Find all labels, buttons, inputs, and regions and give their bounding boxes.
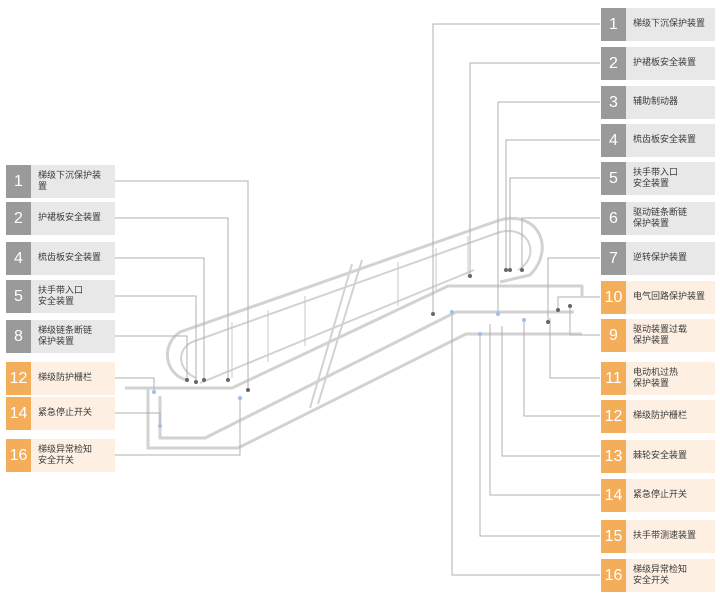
label-number: 3 [601,86,626,119]
label-number: 6 [601,202,626,235]
right-label-9: 9 驱动装置过载 保护装置 [601,319,715,352]
label-text: 扶手带入口 安全装置 [626,162,715,195]
label-text: 紧急停止开关 [626,479,715,512]
label-number: 9 [601,319,626,352]
label-number: 16 [601,559,626,592]
label-number: 8 [6,320,31,353]
label-number: 14 [601,479,626,512]
right-label-3: 3 辅助制动器 [601,86,715,119]
label-text: 梯级防护栅栏 [626,400,715,433]
left-label-5: 5 扶手带入口 安全装置 [6,280,115,313]
marker-dots [152,268,572,428]
label-number: 1 [6,165,31,198]
label-text: 护裙板安全装置 [31,202,115,235]
label-text: 梳齿板安全装置 [31,242,115,275]
right-label-13: 13 棘轮安全装置 [601,440,715,473]
label-number: 4 [601,124,626,157]
label-number: 1 [601,8,626,41]
label-number: 4 [6,242,31,275]
label-number: 16 [6,439,31,472]
left-label-1: 1 梯级下沉保护装置 [6,165,115,198]
label-number: 2 [601,47,626,80]
label-text: 梳齿板安全装置 [626,124,715,157]
label-text: 梯级异常检知 安全开关 [626,559,715,592]
glass-panel-lines [231,236,469,378]
right-label-7: 7 逆转保护装置 [601,242,715,275]
label-text: 辅助制动器 [626,86,715,119]
label-text: 紧急停止开关 [31,397,115,430]
label-text: 护裙板安全装置 [626,47,715,80]
label-text: 棘轮安全装置 [626,440,715,473]
label-number: 12 [6,362,31,395]
label-number: 5 [601,162,626,195]
left-label-2: 2 护裙板安全装置 [6,202,115,235]
right-label-2: 2 护裙板安全装置 [601,47,715,80]
right-label-12: 12 梯级防护栅栏 [601,400,715,433]
label-number: 11 [601,362,626,395]
right-label-6: 6 驱动链条断链 保护装置 [601,202,715,235]
leader-lines [115,23,600,576]
label-text: 扶手带测速装置 [626,520,715,553]
right-label-4: 4 梳齿板安全装置 [601,124,715,157]
label-number: 10 [601,281,626,314]
label-number: 5 [6,280,31,313]
label-text: 电动机过热 保护装置 [626,362,715,395]
right-label-15: 15 扶手带测速装置 [601,520,715,553]
right-label-1: 1 梯级下沉保护装置 [601,8,715,41]
label-number: 15 [601,520,626,553]
right-label-14: 14 紧急停止开关 [601,479,715,512]
label-text: 扶手带入口 安全装置 [31,280,115,313]
label-text: 梯级下沉保护装置 [31,165,115,198]
escalator-structure [125,216,584,450]
label-text: 梯级异常检知 安全开关 [31,439,115,472]
label-number: 12 [601,400,626,433]
label-text: 梯级下沉保护装置 [626,8,715,41]
left-label-8: 8 梯级链条断链 保护装置 [6,320,115,353]
left-label-14: 14 紧急停止开关 [6,397,115,430]
label-text: 逆转保护装置 [626,242,715,275]
label-number: 14 [6,397,31,430]
label-text: 梯级防护栅栏 [31,362,115,395]
label-text: 驱动装置过载 保护装置 [626,319,715,352]
label-number: 7 [601,242,626,275]
right-label-10: 10 电气回路保护装置 [601,281,715,314]
left-label-4: 4 梳齿板安全装置 [6,242,115,275]
label-text: 电气回路保护装置 [626,281,715,314]
label-number: 2 [6,202,31,235]
label-number: 13 [601,440,626,473]
right-label-5: 5 扶手带入口 安全装置 [601,162,715,195]
right-label-16: 16 梯级异常检知 安全开关 [601,559,715,592]
left-label-16: 16 梯级异常检知 安全开关 [6,439,115,472]
label-text: 驱动链条断链 保护装置 [626,202,715,235]
right-label-11: 11 电动机过热 保护装置 [601,362,715,395]
label-text: 梯级链条断链 保护装置 [31,320,115,353]
left-label-12: 12 梯级防护栅栏 [6,362,115,395]
